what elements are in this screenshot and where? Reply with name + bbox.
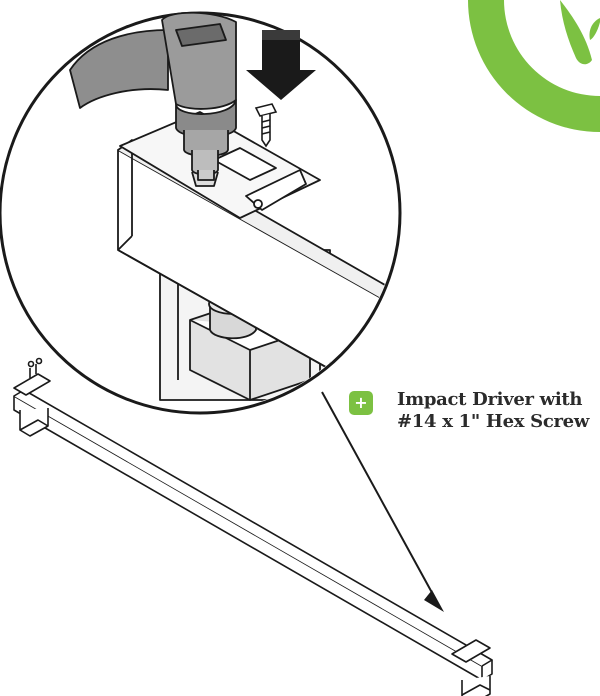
tool-callout: + Impact Driver with #14 x 1" Hex Screw: [349, 389, 589, 433]
callout-line-1: Impact Driver with: [397, 389, 583, 410]
leader-arrow: [321, 391, 444, 612]
callout-text: Impact Driver with #14 x 1" Hex Screw: [397, 389, 589, 433]
callout-line-2: #14 x 1" Hex Screw: [397, 411, 590, 432]
leaf-logo-icon: [468, 0, 600, 132]
down-arrow-icon: [246, 30, 316, 100]
detail-magnifier: [0, 11, 402, 415]
hex-screw-icon: [254, 103, 278, 148]
plus-icon: +: [349, 391, 373, 415]
impact-driver: [69, 11, 237, 181]
rail-assembly: [13, 357, 493, 696]
